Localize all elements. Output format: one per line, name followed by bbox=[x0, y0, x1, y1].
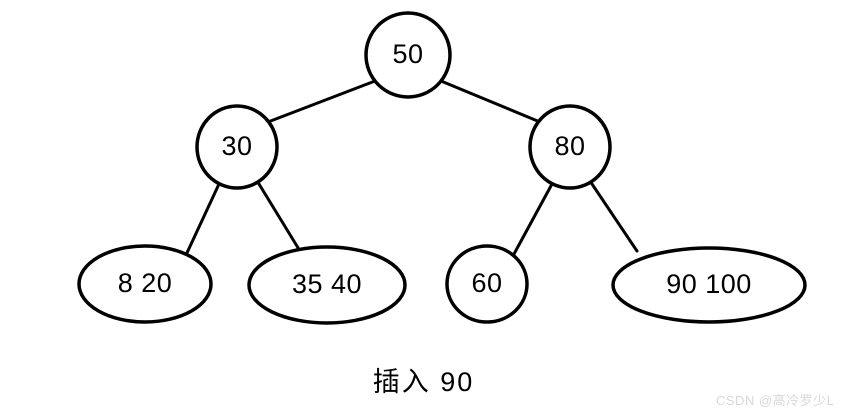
tree-node-leaf-2: 35 40 bbox=[247, 245, 407, 325]
node-circle bbox=[195, 104, 279, 190]
node-ellipse bbox=[77, 244, 213, 324]
node-label: 30 bbox=[221, 131, 252, 161]
csdn-watermark: CSDN @高冷罗少L bbox=[716, 393, 835, 408]
tree-node-leaf-1: 8 20 bbox=[77, 244, 213, 324]
tree-edge bbox=[590, 182, 639, 253]
tree-node-root: 50 bbox=[364, 11, 452, 99]
tree-edge bbox=[266, 79, 377, 124]
node-circle bbox=[528, 104, 612, 190]
node-label: 90 100 bbox=[666, 269, 752, 299]
tree-edge bbox=[257, 182, 302, 253]
node-label: 60 bbox=[471, 268, 502, 298]
node-label: 80 bbox=[554, 131, 585, 161]
tree-node-internal-left: 30 bbox=[195, 104, 279, 190]
node-ellipse bbox=[611, 246, 807, 324]
edges-group bbox=[184, 79, 639, 257]
node-label: 35 40 bbox=[292, 269, 362, 299]
tree-edge bbox=[184, 182, 221, 257]
diagram-caption: 插入 90 bbox=[372, 367, 475, 397]
node-ellipse bbox=[247, 245, 407, 325]
tree-node-leaf-3: 60 bbox=[445, 244, 529, 324]
tree-edge bbox=[439, 79, 542, 124]
node-label: 50 bbox=[392, 39, 423, 69]
nodes-group: 50 30 80 8 20 35 40 60 90 100 bbox=[77, 11, 807, 325]
tree-edge bbox=[512, 182, 554, 256]
node-ellipse bbox=[445, 244, 529, 324]
tree-node-internal-right: 80 bbox=[528, 104, 612, 190]
node-circle bbox=[364, 11, 452, 99]
tree-node-leaf-4: 90 100 bbox=[611, 246, 807, 324]
node-label: 8 20 bbox=[118, 268, 173, 298]
